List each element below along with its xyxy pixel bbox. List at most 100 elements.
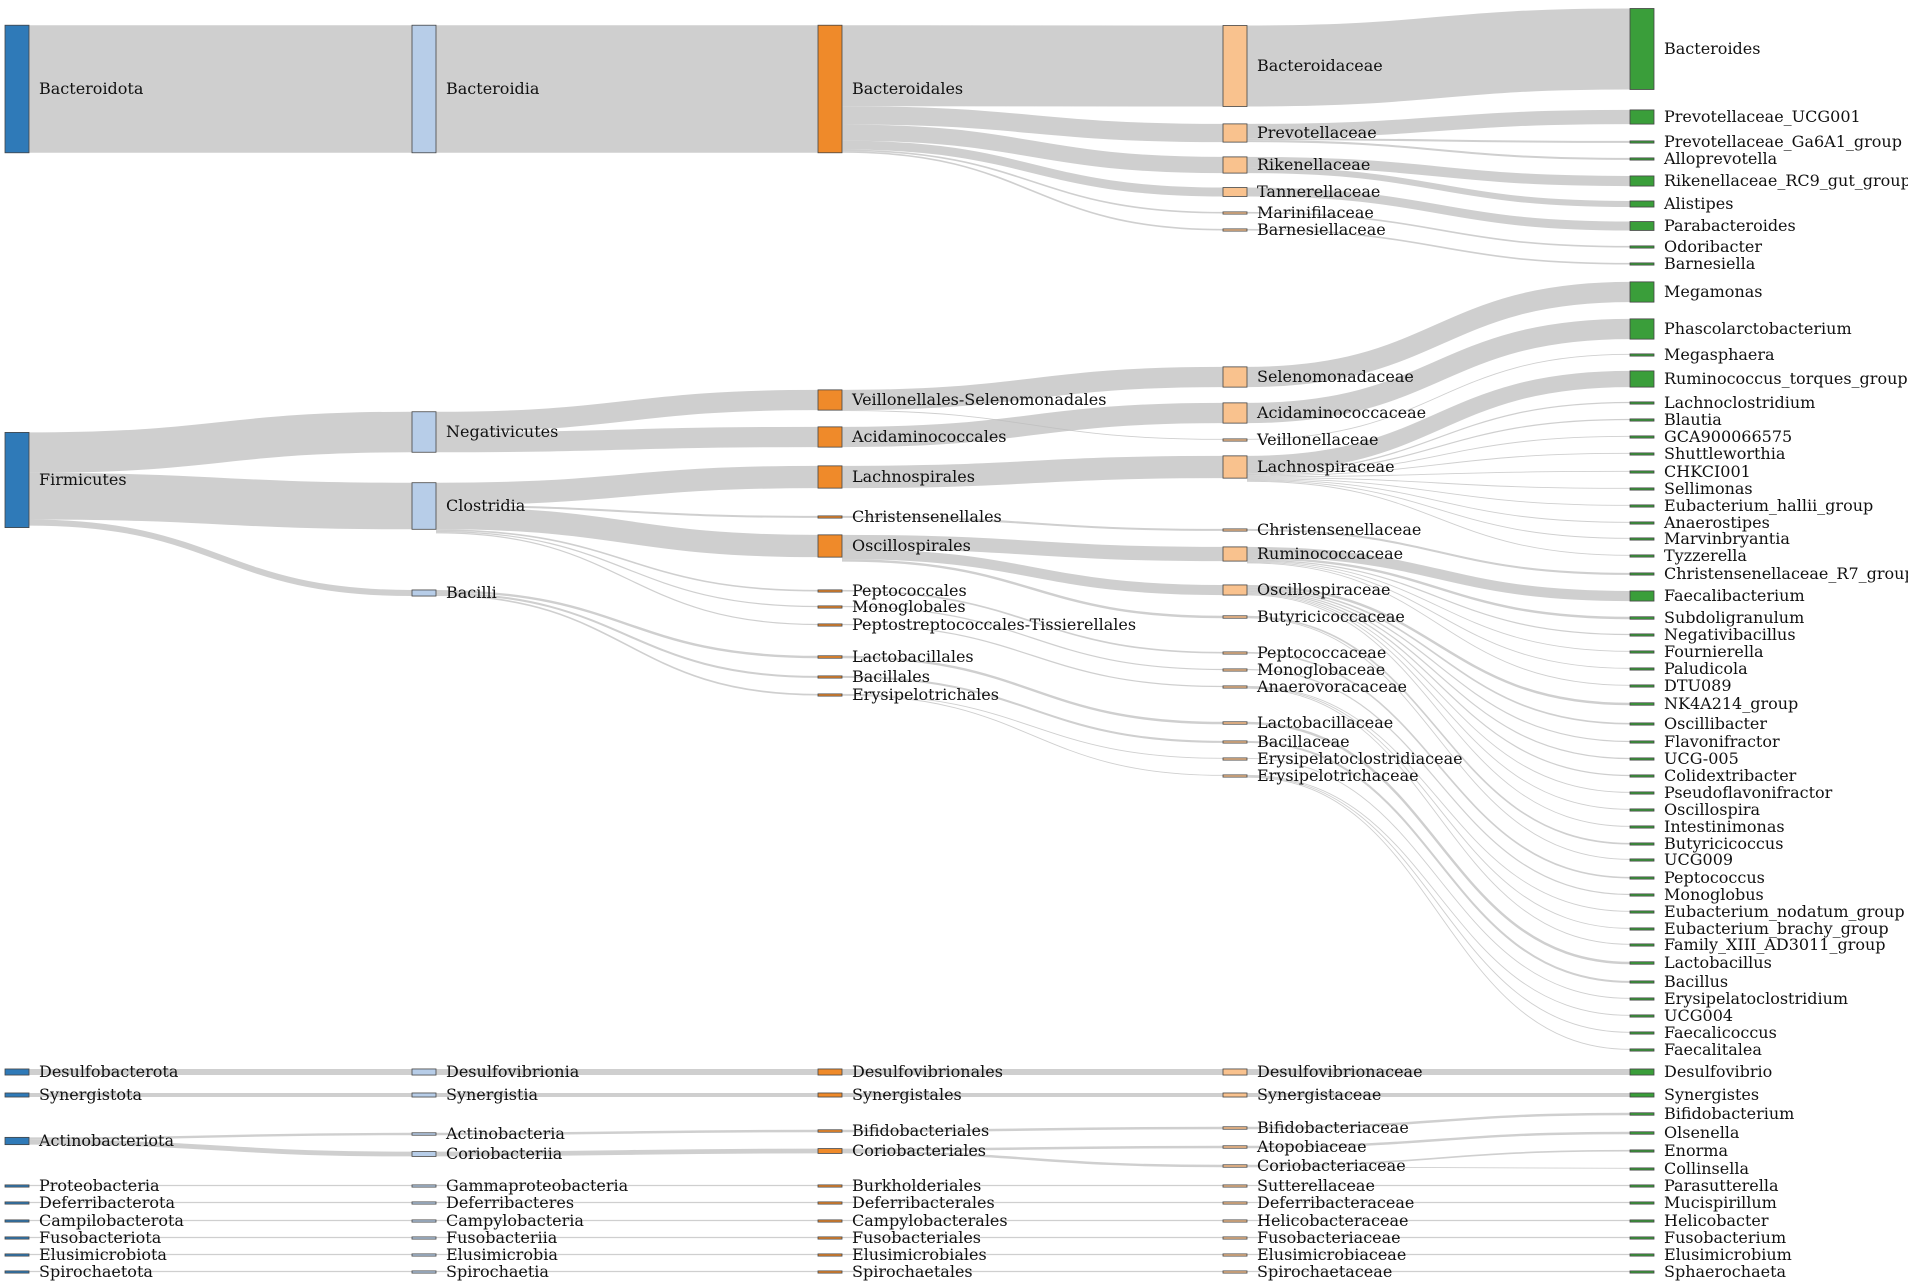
node-faecalitalea xyxy=(1629,1048,1655,1052)
link-ruminococcaceae-to-faecalibacterium xyxy=(1246,546,1631,602)
link-bacilli-to-lactobacillales xyxy=(435,589,819,659)
label-veillonellaceae: Veillonellaceae xyxy=(1256,430,1379,449)
node-prevotellaceae xyxy=(1222,123,1248,143)
node-lactobacillaceae xyxy=(1222,721,1248,725)
label-rikenellaceae-rc9-gut-group: Rikenellaceae_RC9_gut_group xyxy=(1664,171,1908,190)
label-peptococcaceae: Peptococcaceae xyxy=(1257,643,1386,662)
link-actinobacteriota-to-actinobacteria xyxy=(28,1132,413,1140)
node-megasphaera xyxy=(1629,353,1655,357)
label-marvinbryantia: Marvinbryantia xyxy=(1664,529,1790,548)
label-bacteroides: Bacteroides xyxy=(1664,39,1760,58)
node-desulfobacterota xyxy=(4,1068,30,1076)
node-bacteroidaceae xyxy=(1222,25,1248,107)
link-lachnospiraceae-to-shuttleworthia xyxy=(1246,452,1631,477)
link-coriobacteriales-to-atopobiaceae xyxy=(841,1145,1224,1152)
node-erysipelotrichaceae xyxy=(1222,774,1248,778)
label-marinifilaceae: Marinifilaceae xyxy=(1257,203,1374,222)
label-flavonifractor: Flavonifractor xyxy=(1664,732,1780,751)
node-parasutterella xyxy=(1629,1184,1655,1188)
node-helicobacter xyxy=(1629,1219,1655,1223)
label-ucg009: UCG009 xyxy=(1664,850,1733,869)
node-ucg009 xyxy=(1629,858,1655,862)
node-marinifilaceae xyxy=(1222,211,1248,215)
label-prevotellaceae: Prevotellaceae xyxy=(1257,123,1377,142)
label-lachnoclostridium: Lachnoclostridium xyxy=(1664,393,1815,412)
label-acidaminococcales: Acidaminococcales xyxy=(851,427,1007,446)
label-lactobacillaceae: Lactobacillaceae xyxy=(1257,713,1393,732)
node-veillonellaceae xyxy=(1222,438,1248,442)
label-erysipelatoclostridiaceae: Erysipelatoclostridiaceae xyxy=(1257,749,1463,768)
node-spirochaetaceae xyxy=(1222,1270,1248,1274)
label-parabacteroides: Parabacteroides xyxy=(1664,216,1796,235)
node-veillonellales-selenomonadales xyxy=(817,389,843,411)
node-alistipes xyxy=(1629,200,1655,208)
label-desulfobacterota: Desulfobacterota xyxy=(39,1062,179,1081)
label-elusimicrobiales: Elusimicrobiales xyxy=(852,1245,987,1264)
label-butyricicoccus: Butyricicoccus xyxy=(1664,834,1783,853)
node-lachnospiraceae xyxy=(1222,455,1248,479)
node-negativibacillus xyxy=(1629,633,1655,637)
node-christensenellaceae xyxy=(1222,528,1248,532)
label-synergistes: Synergistes xyxy=(1664,1085,1759,1104)
node-synergistota xyxy=(4,1092,30,1098)
node-fusobacterium xyxy=(1629,1236,1655,1240)
node-campylobacteria xyxy=(411,1219,437,1223)
link-peptostreptococcales-tissierellales-to-anaerovoracaceae xyxy=(841,623,1224,688)
node-proteobacteria xyxy=(4,1184,30,1188)
node-fournierella xyxy=(1629,650,1655,654)
node-elusimicrobium xyxy=(1629,1253,1655,1257)
node-christensenellales xyxy=(817,515,843,519)
link-anaerovoracaceae-to-family-xiii-ad3011-group xyxy=(1246,687,1631,945)
link-clostridia-to-monoglobales xyxy=(435,530,819,608)
label-bacteroidales: Bacteroidales xyxy=(852,79,963,98)
link-peptococcaceae-to-peptococcus xyxy=(1246,651,1631,879)
label-selenomonadaceae: Selenomonadaceae xyxy=(1257,367,1414,386)
label-mucispirillum: Mucispirillum xyxy=(1664,1193,1777,1212)
node-family-xiii-ad3011-group xyxy=(1629,943,1655,947)
node-monoglobus xyxy=(1629,893,1655,897)
label-campylobacteria: Campylobacteria xyxy=(446,1211,584,1230)
label-monoglobales: Monoglobales xyxy=(852,597,966,616)
label-coriobacteriales: Coriobacteriales xyxy=(852,1141,986,1160)
label-lactobacillus: Lactobacillus xyxy=(1664,953,1772,972)
label-gca900066575: GCA900066575 xyxy=(1664,427,1792,446)
node-lachnospirales xyxy=(817,465,843,489)
label-campylobacterales: Campylobacterales xyxy=(852,1211,1008,1230)
label-sphaerochaeta: Sphaerochaeta xyxy=(1664,1262,1787,1281)
link-oscillospirales-to-ruminococcaceae xyxy=(841,534,1224,562)
node-barnesiella xyxy=(1629,262,1655,266)
link-veillonellales-selenomonadales-to-selenomonadaceae xyxy=(841,366,1224,411)
label-subdoligranulum: Subdoligranulum xyxy=(1664,608,1804,627)
link-bacteroidales-to-prevotellaceae xyxy=(841,106,1224,143)
link-firmicutes-to-negativicutes xyxy=(28,411,413,473)
link-lactobacillales-to-lactobacillaceae xyxy=(841,655,1224,725)
label-phascolarctobacterium: Phascolarctobacterium xyxy=(1664,319,1852,338)
link-tannerellaceae-to-parabacteroides xyxy=(1246,187,1631,231)
node-butyricicoccus xyxy=(1629,842,1655,846)
node-bacilli xyxy=(411,589,437,597)
node-negativicutes xyxy=(411,411,437,453)
label-monoglobus: Monoglobus xyxy=(1664,885,1764,904)
label-erysipelotrichaceae: Erysipelotrichaceae xyxy=(1257,766,1419,785)
label-deferribacteres: Deferribacteres xyxy=(446,1193,574,1212)
node-erysipelatoclostridium xyxy=(1629,997,1655,1001)
label-synergistia: Synergistia xyxy=(446,1085,539,1104)
label-paludicola: Paludicola xyxy=(1664,659,1748,678)
link-oscillospiraceae-to-intestinimonas xyxy=(1246,594,1631,827)
link-monoglobales-to-monoglobaceae xyxy=(841,605,1224,671)
label-family-xiii-ad3011-group: Family_XIII_AD3011_group xyxy=(1664,935,1886,954)
label-pseudoflavonifractor: Pseudoflavonifractor xyxy=(1664,783,1833,802)
link-lachnospiraceae-to-anaerostipes xyxy=(1246,478,1631,523)
link-butyricicoccaceae-to-ucg009 xyxy=(1246,617,1631,860)
node-synergistaceae xyxy=(1222,1092,1248,1098)
label-erysipelotrichales: Erysipelotrichales xyxy=(852,685,999,704)
link-negativicutes-to-acidaminococcales xyxy=(435,426,819,453)
label-fournierella: Fournierella xyxy=(1664,642,1764,661)
node-sphaerochaeta xyxy=(1629,1270,1655,1274)
node-prevotellaceae-ga6a1-group xyxy=(1629,140,1655,144)
label-spirochaetales: Spirochaetales xyxy=(852,1262,973,1281)
link-ruminococcaceae-to-subdoligranulum xyxy=(1246,557,1631,620)
node-actinobacteria xyxy=(411,1132,437,1136)
link-bacteroidales-to-tannerellaceae xyxy=(841,140,1224,197)
link-clostridia-to-peptococcales xyxy=(435,529,819,592)
